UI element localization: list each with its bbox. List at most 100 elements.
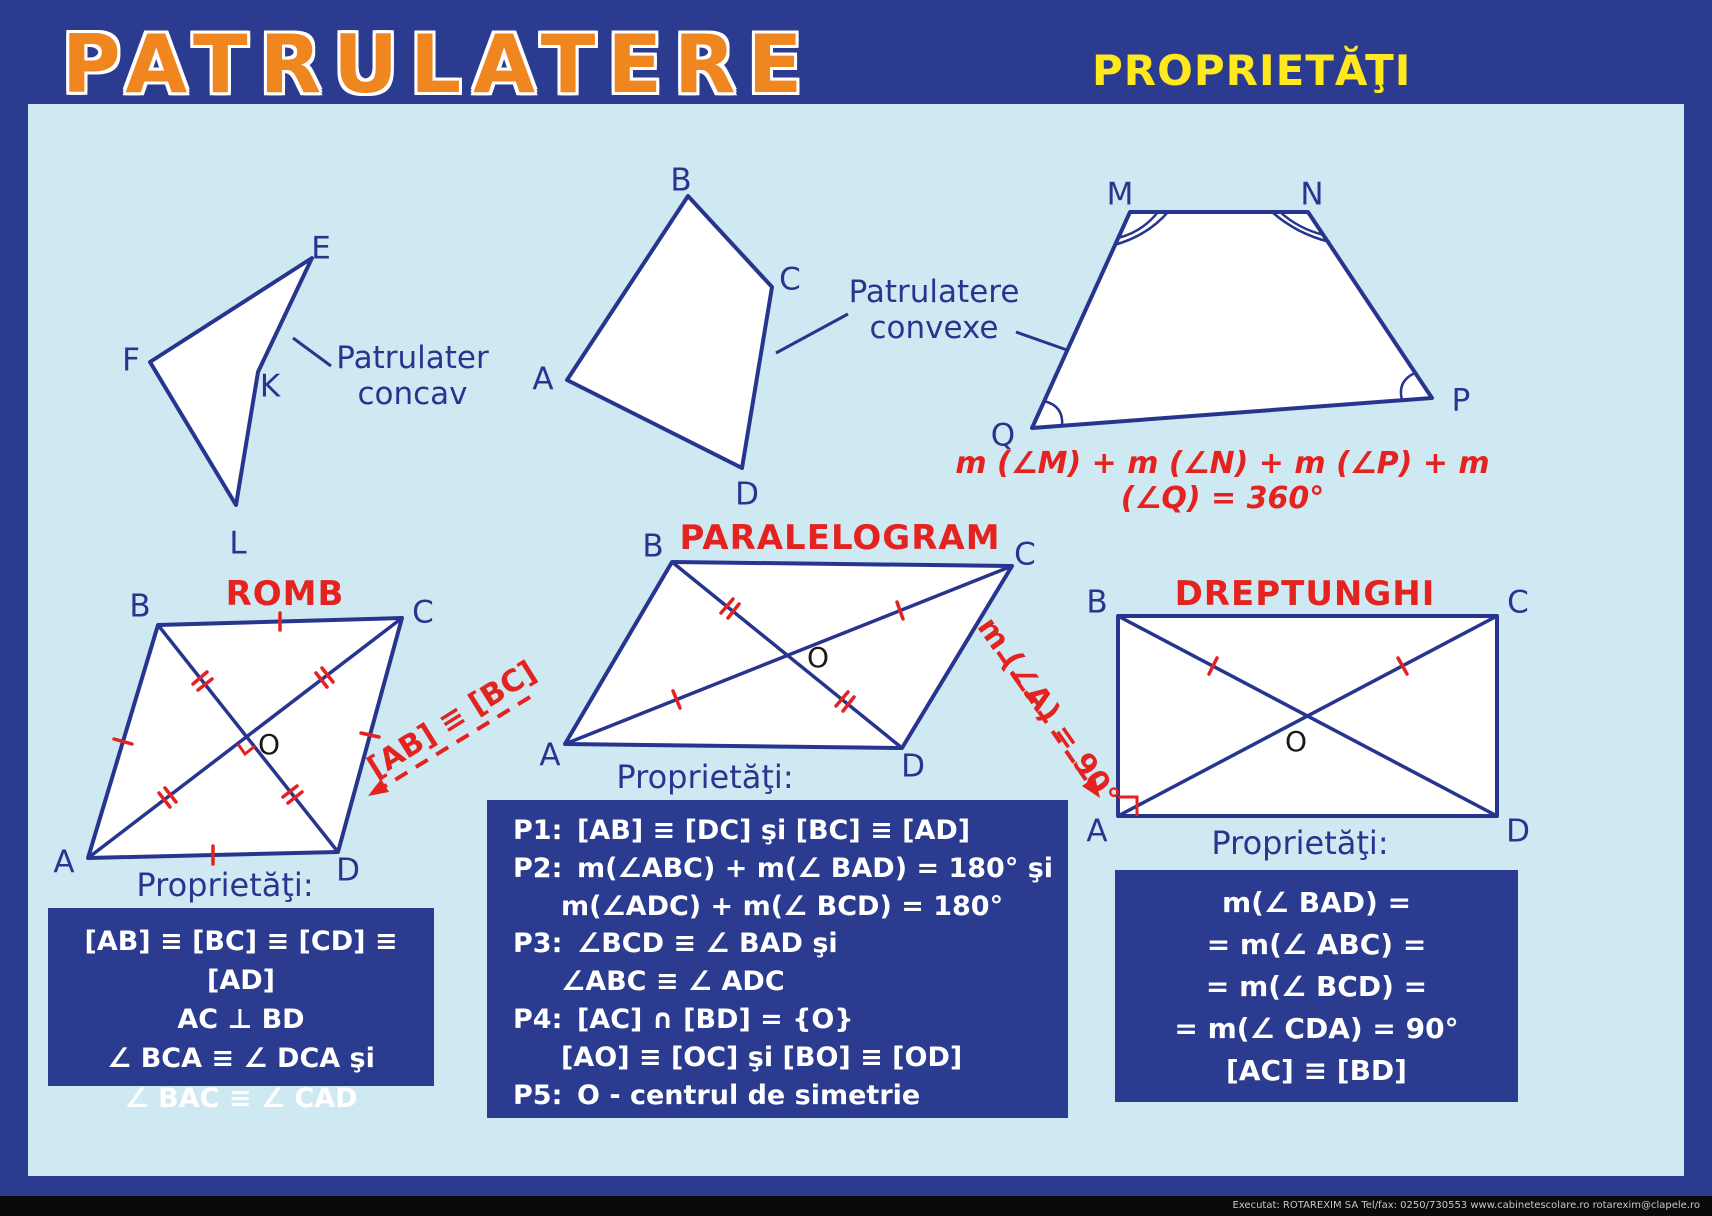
dreptunghi-property: = m(∠ CDA) = 90°: [1174, 1012, 1459, 1045]
convex-pointer-line-left: [775, 312, 849, 355]
concav-caption: Patrulater concav: [330, 340, 495, 412]
paralelogram-figure: B C A D O: [539, 529, 1035, 785]
paralelogram-vertex-label-D: D: [901, 749, 925, 785]
dreptunghi-vertex-label-C: C: [1507, 585, 1529, 621]
page-title: PATRULATERE: [62, 18, 815, 111]
dreptunghi-property: = m(∠ BCD) =: [1205, 970, 1428, 1003]
convex-quadrilateral-figure: B C A D: [532, 163, 1068, 513]
property-text: m(∠ABC) + m(∠ BAD) = 180° şi: [577, 852, 1054, 884]
paralelogram-property: P4: [AC] ∩ [BD] = {O}: [513, 1001, 1060, 1039]
romb-diagonal-ac: [86, 616, 404, 860]
paralelogram-property: P5: O - centrul de simetrie: [513, 1077, 1060, 1115]
romb-tick-marks: [112, 611, 381, 866]
vertex-label-K: K: [260, 369, 281, 405]
vertex-label-D: D: [735, 477, 759, 513]
concave-quadrilateral-figure: E F K L: [122, 231, 332, 562]
mnpq-quadrilateral-figure: M N P Q: [991, 177, 1471, 454]
dreptunghi-center-label-O: O: [1285, 725, 1307, 758]
paralelogram-tick-marks: [671, 597, 905, 713]
mnpq-angle-sum-formula: m (∠M) + m (∠N) + m (∠P) + m (∠Q) = 360°: [955, 446, 1490, 516]
vertex-label-M: M: [1107, 177, 1134, 213]
vertex-label-P: P: [1452, 383, 1471, 419]
paralelogram-property: [AO] ≡ [OC] şi [BO] ≡ [OD]: [513, 1039, 1060, 1077]
paralelogram-property: P3: ∠BCD ≡ ∠ BAD şi: [513, 925, 1060, 963]
paralelogram-property: ∠ABC ≡ ∠ ADC: [513, 963, 1060, 1001]
arrowhead-to-romb: [368, 779, 389, 796]
paralelogram-vertex-label-B: B: [642, 529, 663, 565]
romb-properties-box: [AB] ≡ [BC] ≡ [CD] ≡ [AD] AC ⊥ BD ∠ BCA …: [48, 908, 434, 1114]
romb-properties-title: Proprietăţi:: [136, 866, 314, 904]
convex-pointer-line-right: [1015, 330, 1068, 352]
property-number: P5:: [513, 1079, 563, 1111]
romb-diagonal-bd: [156, 623, 340, 854]
romb-right-angle-marker: [236, 743, 256, 757]
property-text: [AC] ∩ [BD] = {O}: [577, 1003, 854, 1035]
vertex-label-E: E: [311, 231, 331, 267]
property-number: P3:: [513, 928, 563, 960]
page-subtitle: PROPRIETĂŢI: [1092, 46, 1412, 95]
paralelogram-property: m(∠ADC) + m(∠ BCD) = 180°: [513, 888, 1060, 926]
concav-caption-line1: Patrulater: [336, 340, 489, 376]
arrow-to-dreptunghi: [996, 650, 1100, 798]
dreptunghi-diagonal-bd: [1117, 614, 1498, 818]
mnpq-angle-arcs: [1043, 211, 1416, 427]
dreptunghi-tick-marks: [1207, 656, 1409, 676]
romb-center-label-O: O: [258, 728, 280, 761]
vertex-label-N: N: [1300, 177, 1323, 213]
dreptunghi-properties-box: m(∠ BAD) = = m(∠ ABC) = = m(∠ BCD) = = m…: [1115, 870, 1518, 1102]
paralelogram-center-label-O: O: [807, 641, 829, 674]
concav-caption-line2: concav: [357, 375, 468, 412]
property-text: [AO] ≡ [OC] şi [BO] ≡ [OD]: [561, 1041, 963, 1073]
vertex-label-A: A: [532, 362, 553, 398]
romb-vertex-label-B: B: [129, 589, 150, 625]
romb-property: AC ⊥ BD: [177, 1004, 305, 1036]
romb-property: [AB] ≡ [BC] ≡ [CD] ≡ [AD]: [84, 926, 398, 997]
arrowhead-to-dreptunghi: [1082, 777, 1100, 798]
property-text: [AB] ≡ [DC] şi [BC] ≡ [AD]: [577, 815, 971, 846]
convex-quadrilateral-shape: [565, 194, 774, 470]
dreptunghi-figure: B C A D O: [1086, 585, 1530, 850]
concave-quadrilateral-shape: [148, 256, 314, 507]
convex-caption-line2: convexe: [869, 309, 999, 346]
paralelogram-properties-title: Proprietăţi:: [616, 758, 794, 796]
dreptunghi-property: = m(∠ ABC) =: [1206, 928, 1427, 961]
property-text: m(∠ADC) + m(∠ BCD) = 180°: [561, 890, 1004, 922]
footer-credits: Executat: ROTAREXIM SA Tel/fax: 0250/730…: [0, 1196, 1712, 1216]
romb-property: ∠ BAC ≡ ∠ CAD: [124, 1082, 358, 1114]
dreptunghi-right-angle-marker: [1118, 795, 1139, 816]
concav-pointer-line: [292, 336, 332, 368]
property-number: P4:: [513, 1003, 563, 1035]
property-text: O - centrul de simetrie: [577, 1079, 921, 1111]
romb-vertex-label-A: A: [53, 845, 74, 881]
property-text: ∠ABC ≡ ∠ ADC: [561, 966, 785, 998]
vertex-label-L: L: [229, 526, 247, 562]
romb-property: ∠ BCA ≡ ∠ DCA şi: [107, 1043, 375, 1075]
paralelogram-vertex-label-A: A: [539, 738, 560, 774]
vertex-label-B: B: [670, 163, 691, 199]
paralelogram-title: PARALELOGRAM: [679, 518, 1001, 558]
property-number: P2:: [513, 852, 563, 884]
dreptunghi-properties-title: Proprietăţi:: [1211, 824, 1389, 862]
romb-vertex-label-D: D: [336, 853, 360, 889]
vertex-label-Q: Q: [991, 418, 1015, 454]
convex-caption: Patrulatere convexe: [848, 274, 1020, 346]
paralelogram-properties-box: P1: [AB] ≡ [DC] şi [BC] ≡ [AD] P2: m(∠AB…: [487, 800, 1068, 1118]
property-number: P1:: [513, 815, 563, 846]
paralelogram-property: P1: [AB] ≡ [DC] şi [BC] ≡ [AD]: [513, 812, 1060, 850]
dreptunghi-vertex-label-A: A: [1086, 814, 1107, 850]
arrow-to-romb: [368, 695, 532, 796]
paralelogram-property: P2: m(∠ABC) + m(∠ BAD) = 180° şi: [513, 850, 1060, 888]
dreptunghi-vertex-label-D: D: [1506, 814, 1530, 850]
dreptunghi-vertex-label-B: B: [1086, 585, 1107, 621]
dreptunghi-property: m(∠ BAD) =: [1221, 886, 1412, 919]
romb-title: ROMB: [225, 574, 345, 614]
dreptunghi-property: [AC] ≡ [BD]: [1226, 1054, 1407, 1087]
mnpq-quadrilateral-shape: [1030, 210, 1434, 430]
paralelogram-vertex-label-C: C: [1014, 537, 1036, 573]
convex-caption-line1: Patrulatere: [848, 274, 1020, 310]
dreptunghi-title: DREPTUNGHI: [1174, 574, 1436, 614]
vertex-label-C: C: [779, 262, 801, 298]
romb-vertex-label-C: C: [412, 595, 434, 631]
